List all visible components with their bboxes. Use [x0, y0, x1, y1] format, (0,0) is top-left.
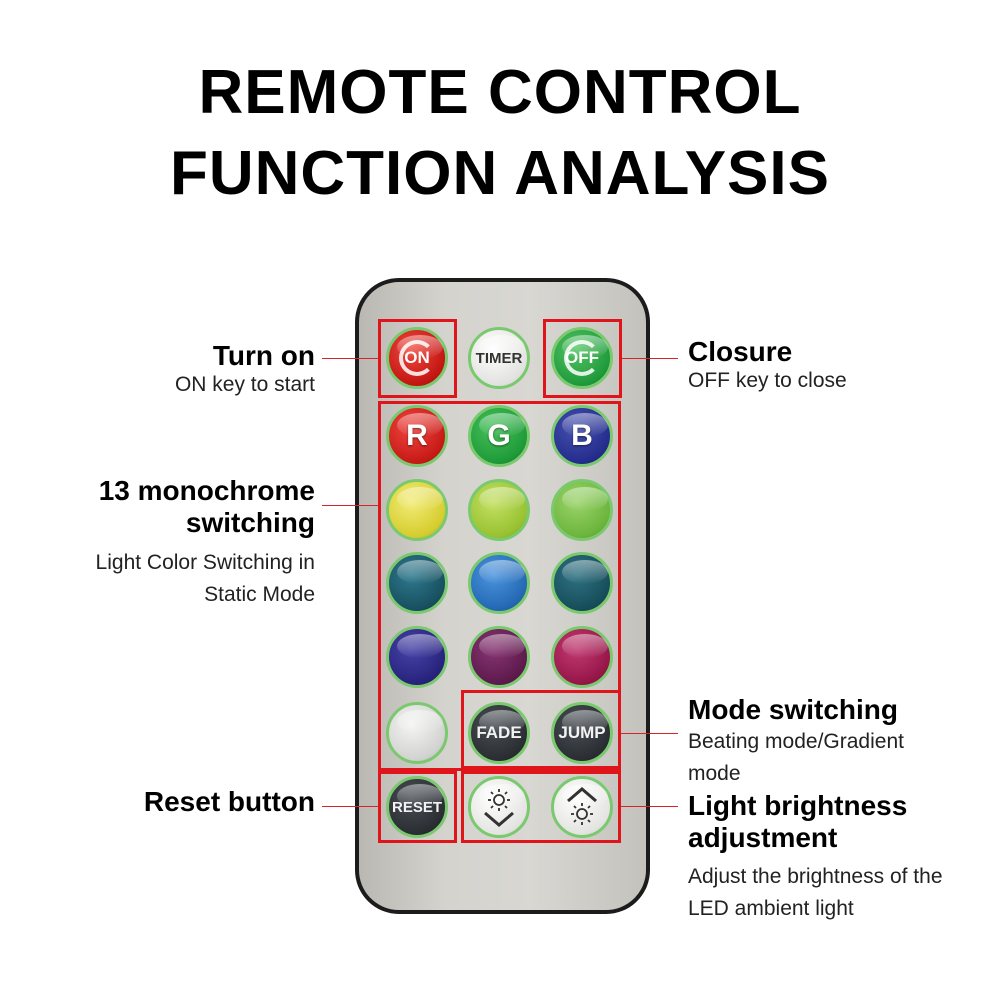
- color-button-light-green[interactable]: [551, 479, 613, 541]
- color-button-white[interactable]: [386, 702, 448, 764]
- brightness-up-button[interactable]: [551, 776, 613, 838]
- brightness-up-icon: [567, 787, 597, 825]
- blue-button[interactable]: B: [551, 405, 613, 467]
- off-button[interactable]: OFF: [551, 327, 613, 389]
- leader-mono: [322, 505, 378, 506]
- leader-closure: [622, 358, 678, 359]
- color-button-dark-teal[interactable]: [551, 552, 613, 614]
- timer-button[interactable]: TIMER: [468, 327, 530, 389]
- annotation-monochrome: 13 monochrome switching Light Color Swit…: [95, 475, 315, 606]
- highlight-mode: [461, 690, 621, 769]
- leader-brightness: [621, 806, 678, 807]
- highlight-reset: [378, 771, 457, 843]
- color-button-yellow[interactable]: [386, 479, 448, 541]
- annotation-turn-on: Turn on ON key to start: [174, 340, 315, 396]
- brightness-down-icon: [484, 789, 514, 827]
- jump-button[interactable]: JUMP: [551, 702, 613, 764]
- color-button-indigo[interactable]: [386, 626, 448, 688]
- highlight-color-grid: [378, 401, 621, 771]
- annotation-reset: Reset button: [143, 786, 315, 817]
- annotation-brightness: Light brightness adjustment Adjust the b…: [688, 790, 943, 920]
- power-icon: [564, 340, 600, 376]
- color-button-magenta[interactable]: [551, 626, 613, 688]
- brightness-down-button[interactable]: [468, 776, 530, 838]
- green-button[interactable]: G: [468, 405, 530, 467]
- on-button[interactable]: ON: [386, 327, 448, 389]
- fade-button[interactable]: FADE: [468, 702, 530, 764]
- leader-reset: [322, 806, 378, 807]
- color-button-purple[interactable]: [468, 626, 530, 688]
- color-button-sky-blue[interactable]: [468, 552, 530, 614]
- highlight-brightness: [461, 771, 621, 843]
- highlight-on: [378, 319, 457, 398]
- reset-button[interactable]: RESET: [386, 776, 448, 838]
- page-title-line2: FUNCTION ANALYSIS: [169, 139, 830, 208]
- page-title-line1: REMOTE CONTROL: [198, 58, 802, 127]
- color-button-yellow-green[interactable]: [468, 479, 530, 541]
- leader-mode: [621, 733, 678, 734]
- red-button[interactable]: R: [386, 405, 448, 467]
- leader-turn-on: [322, 358, 378, 359]
- annotation-mode: Mode switching Beating mode/Gradient mod…: [688, 694, 904, 785]
- highlight-off: [543, 319, 622, 398]
- annotation-closure: Closure OFF key to close: [688, 336, 847, 392]
- color-button-teal[interactable]: [386, 552, 448, 614]
- power-icon: [399, 340, 435, 376]
